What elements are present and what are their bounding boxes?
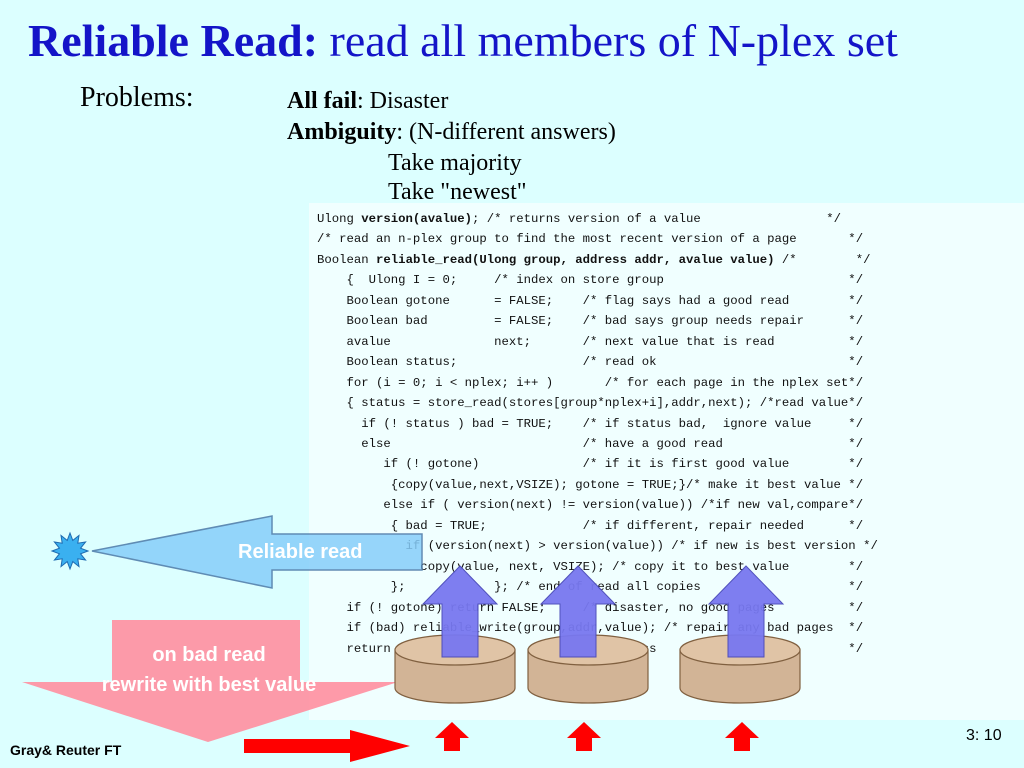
page-number: 3: 10	[966, 727, 1002, 744]
code-line: if (! gotone) /* if it is first good val…	[317, 457, 864, 472]
code-bold-identifier: version(avalue)	[361, 212, 472, 226]
remedy-majority: Take majority	[388, 150, 522, 176]
code-line: Boolean bad = FALSE; /* bad says group n…	[317, 314, 864, 329]
code-line: avalue next; /* next value that is read …	[317, 334, 864, 349]
footer-author: Gray& Reuter FT	[10, 742, 122, 758]
ambiguity-text: : (N-different answers)	[396, 119, 616, 145]
all-fail-label: All fail	[287, 88, 357, 114]
code-line: /* read an n-plex group to find the most…	[317, 232, 864, 247]
code-line: Ulong version(avalue); /* returns versio…	[317, 212, 841, 226]
code-line: Boolean reliable_read(Ulong group, addre…	[317, 252, 871, 267]
remedy-newest: Take "newest"	[388, 179, 527, 205]
code-line: Boolean gotone = FALSE; /* flag says had…	[317, 293, 864, 308]
rewrite-arrow	[22, 620, 398, 742]
title-bold: Reliable Read:	[28, 15, 319, 66]
reliable-read-label: Reliable read	[238, 541, 363, 563]
problems-label: Problems:	[80, 82, 194, 113]
code-line: {copy(value,next,VSIZE); gotone = TRUE;}…	[317, 477, 864, 492]
code-line: { bad = TRUE; /* if different, repair ne…	[317, 518, 864, 533]
code-line: if (version(next) > version(value)) /* i…	[317, 539, 878, 554]
code-panel	[309, 203, 1024, 720]
up-arrow	[539, 565, 617, 658]
up-arrow	[421, 565, 499, 658]
ambiguity-label: Ambiguity	[287, 119, 397, 145]
reliable-read-arrow	[91, 515, 423, 589]
up-arrow-group	[421, 565, 785, 658]
bad-read-line1: on bad read	[152, 644, 266, 666]
code-line: else if ( version(next) != version(value…	[317, 498, 864, 513]
bad-read-line2: rewrite with best value	[101, 674, 317, 696]
red-up-arrow	[725, 722, 759, 751]
code-line: { status = store_read(stores[group*nplex…	[317, 396, 864, 411]
red-up-arrow-group	[435, 722, 759, 751]
all-fail-text: : Disaster	[357, 88, 449, 114]
starburst-icon	[50, 531, 90, 571]
code-line: { Ulong I = 0; /* index on store group *…	[317, 273, 864, 288]
bad-read-label: on bad read rewrite with best value	[40, 640, 378, 700]
title-rest: read all members of N-plex set	[318, 15, 898, 66]
code-bold-identifier: reliable_read(Ulong group, address addr,…	[376, 252, 775, 267]
up-arrow	[707, 565, 785, 658]
problem-ambiguity: Ambiguity: (N-different answers)	[287, 119, 616, 146]
red-up-arrow	[435, 722, 469, 751]
code-line: for (i = 0; i < nplex; i++ ) /* for each…	[317, 375, 864, 390]
code-line: else /* have a good read */	[317, 436, 864, 451]
red-right-arrow	[244, 730, 410, 762]
code-line: Boolean status; /* read ok */	[317, 355, 864, 370]
code-line: if (! status ) bad = TRUE; /* if status …	[317, 416, 864, 431]
code-line: copy(value, next, VSIZE); /* copy it to …	[317, 559, 864, 574]
red-up-arrow	[567, 722, 601, 751]
slide-title: Reliable Read: read all members of N-ple…	[28, 14, 898, 67]
problem-all-fail: All fail: Disaster	[287, 88, 448, 115]
